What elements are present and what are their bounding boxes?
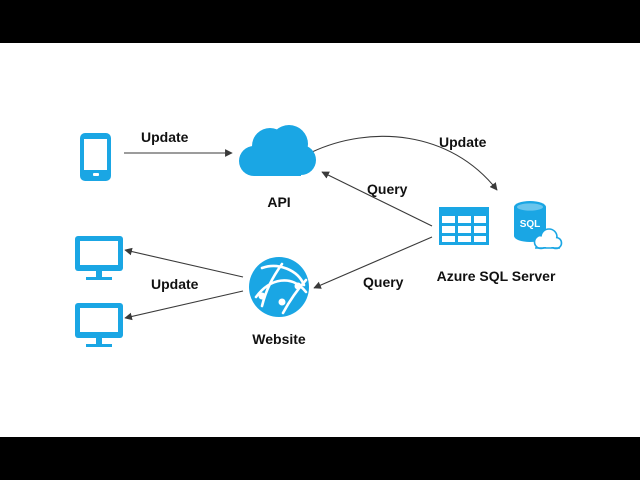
api-label: API bbox=[267, 194, 290, 210]
small-cloud-icon bbox=[533, 228, 563, 250]
edge-label-mobile-update: Update bbox=[141, 129, 189, 145]
letterbox-top bbox=[0, 0, 640, 43]
edge-label-sql-website-query: Query bbox=[363, 274, 404, 290]
sql-badge: SQL bbox=[520, 219, 541, 230]
edge-website-to-monitor-top bbox=[124, 247, 244, 278]
website-label: Website bbox=[252, 331, 306, 347]
edge-sql-to-website bbox=[313, 236, 433, 289]
monitor-icon bbox=[75, 303, 123, 347]
edge-label-website-update: Update bbox=[151, 276, 199, 292]
table-grid-icon bbox=[439, 207, 489, 245]
edge-website-to-monitor-bottom bbox=[124, 290, 244, 321]
cloud-icon bbox=[239, 125, 316, 176]
letterbox-bottom bbox=[0, 437, 640, 480]
sql-database-icon: SQL bbox=[514, 201, 563, 250]
edge-label-sql-api-query: Query bbox=[367, 181, 408, 197]
edge-api-to-sql bbox=[311, 135, 498, 191]
edge-label-api-sql-update: Update bbox=[439, 134, 487, 150]
edge-sql-to-api bbox=[321, 171, 433, 227]
globe-icon bbox=[249, 257, 309, 317]
sql-server-label: Azure SQL Server bbox=[437, 268, 556, 284]
monitor-icon bbox=[75, 236, 123, 280]
mobile-phone-icon bbox=[80, 133, 111, 181]
